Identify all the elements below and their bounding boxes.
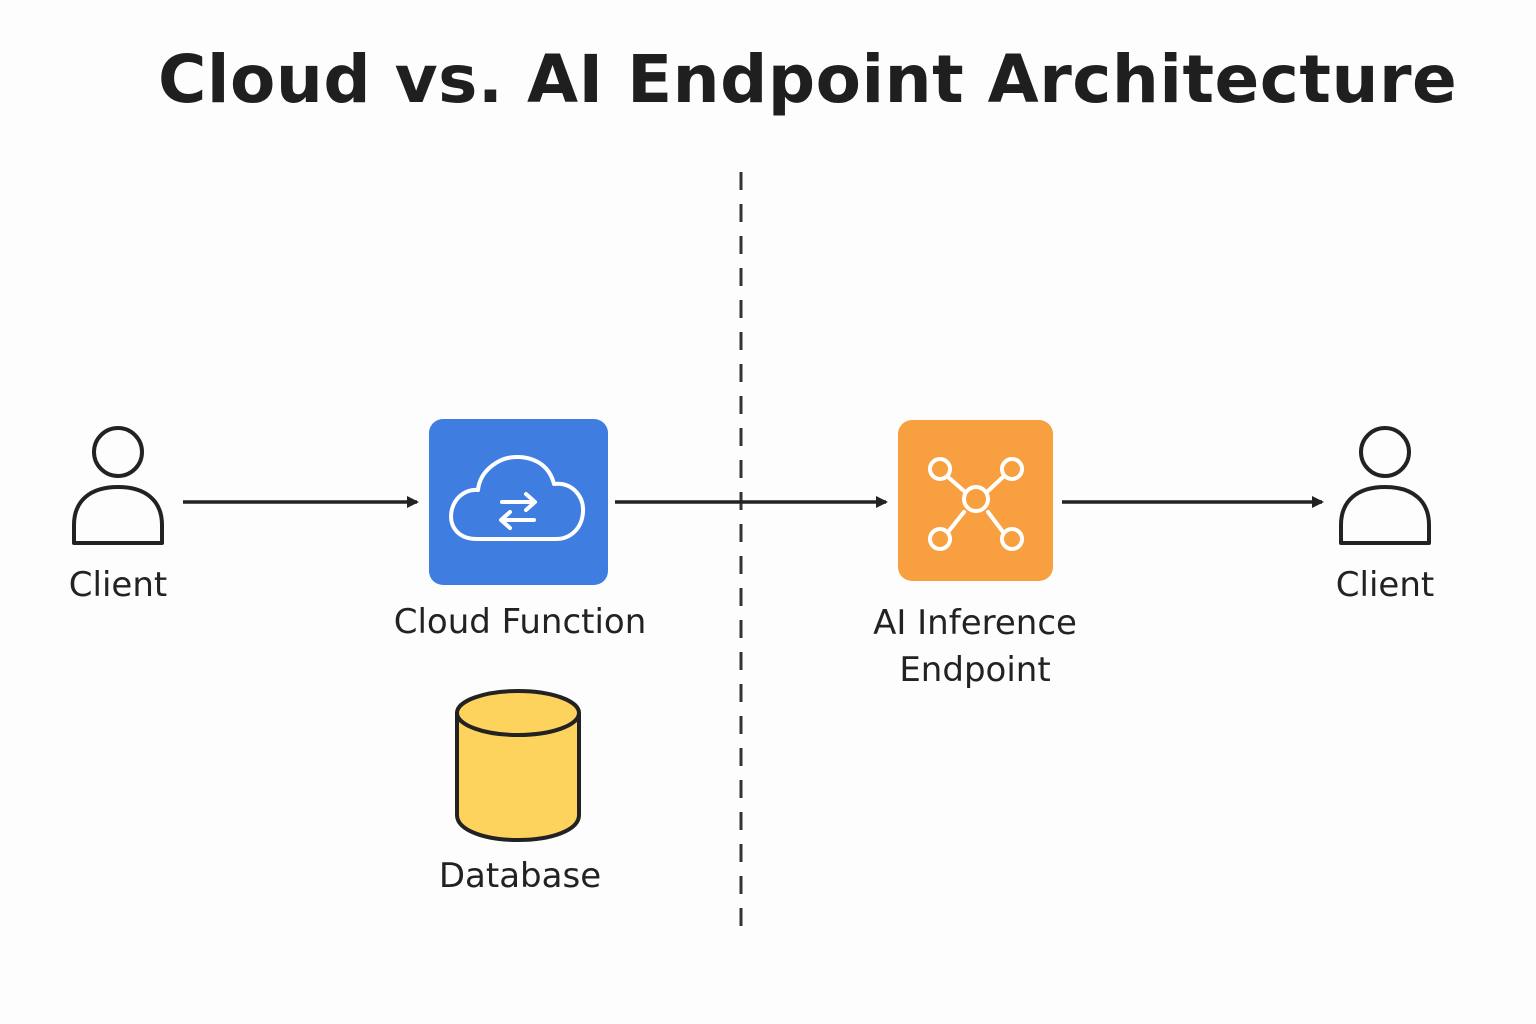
client-left-icon bbox=[72, 426, 164, 545]
client-left-label: Client bbox=[68, 565, 168, 605]
ai-endpoint-node bbox=[898, 420, 1053, 581]
cloud-sync-icon bbox=[449, 454, 586, 541]
ai-endpoint-label-line1: AI Inference bbox=[873, 603, 1077, 643]
client-right-label: Client bbox=[1335, 565, 1435, 605]
cloud-function-node bbox=[429, 419, 608, 585]
client-right-icon bbox=[1339, 426, 1431, 545]
database-label: Database bbox=[438, 856, 602, 896]
network-hub-icon bbox=[928, 457, 1024, 551]
database-icon bbox=[455, 689, 581, 842]
diagram-title: Cloud vs. AI Endpoint Architecture bbox=[158, 41, 1458, 118]
ai-endpoint-label-line2: Endpoint bbox=[899, 650, 1051, 690]
cloud-function-label: Cloud Function bbox=[393, 602, 647, 642]
